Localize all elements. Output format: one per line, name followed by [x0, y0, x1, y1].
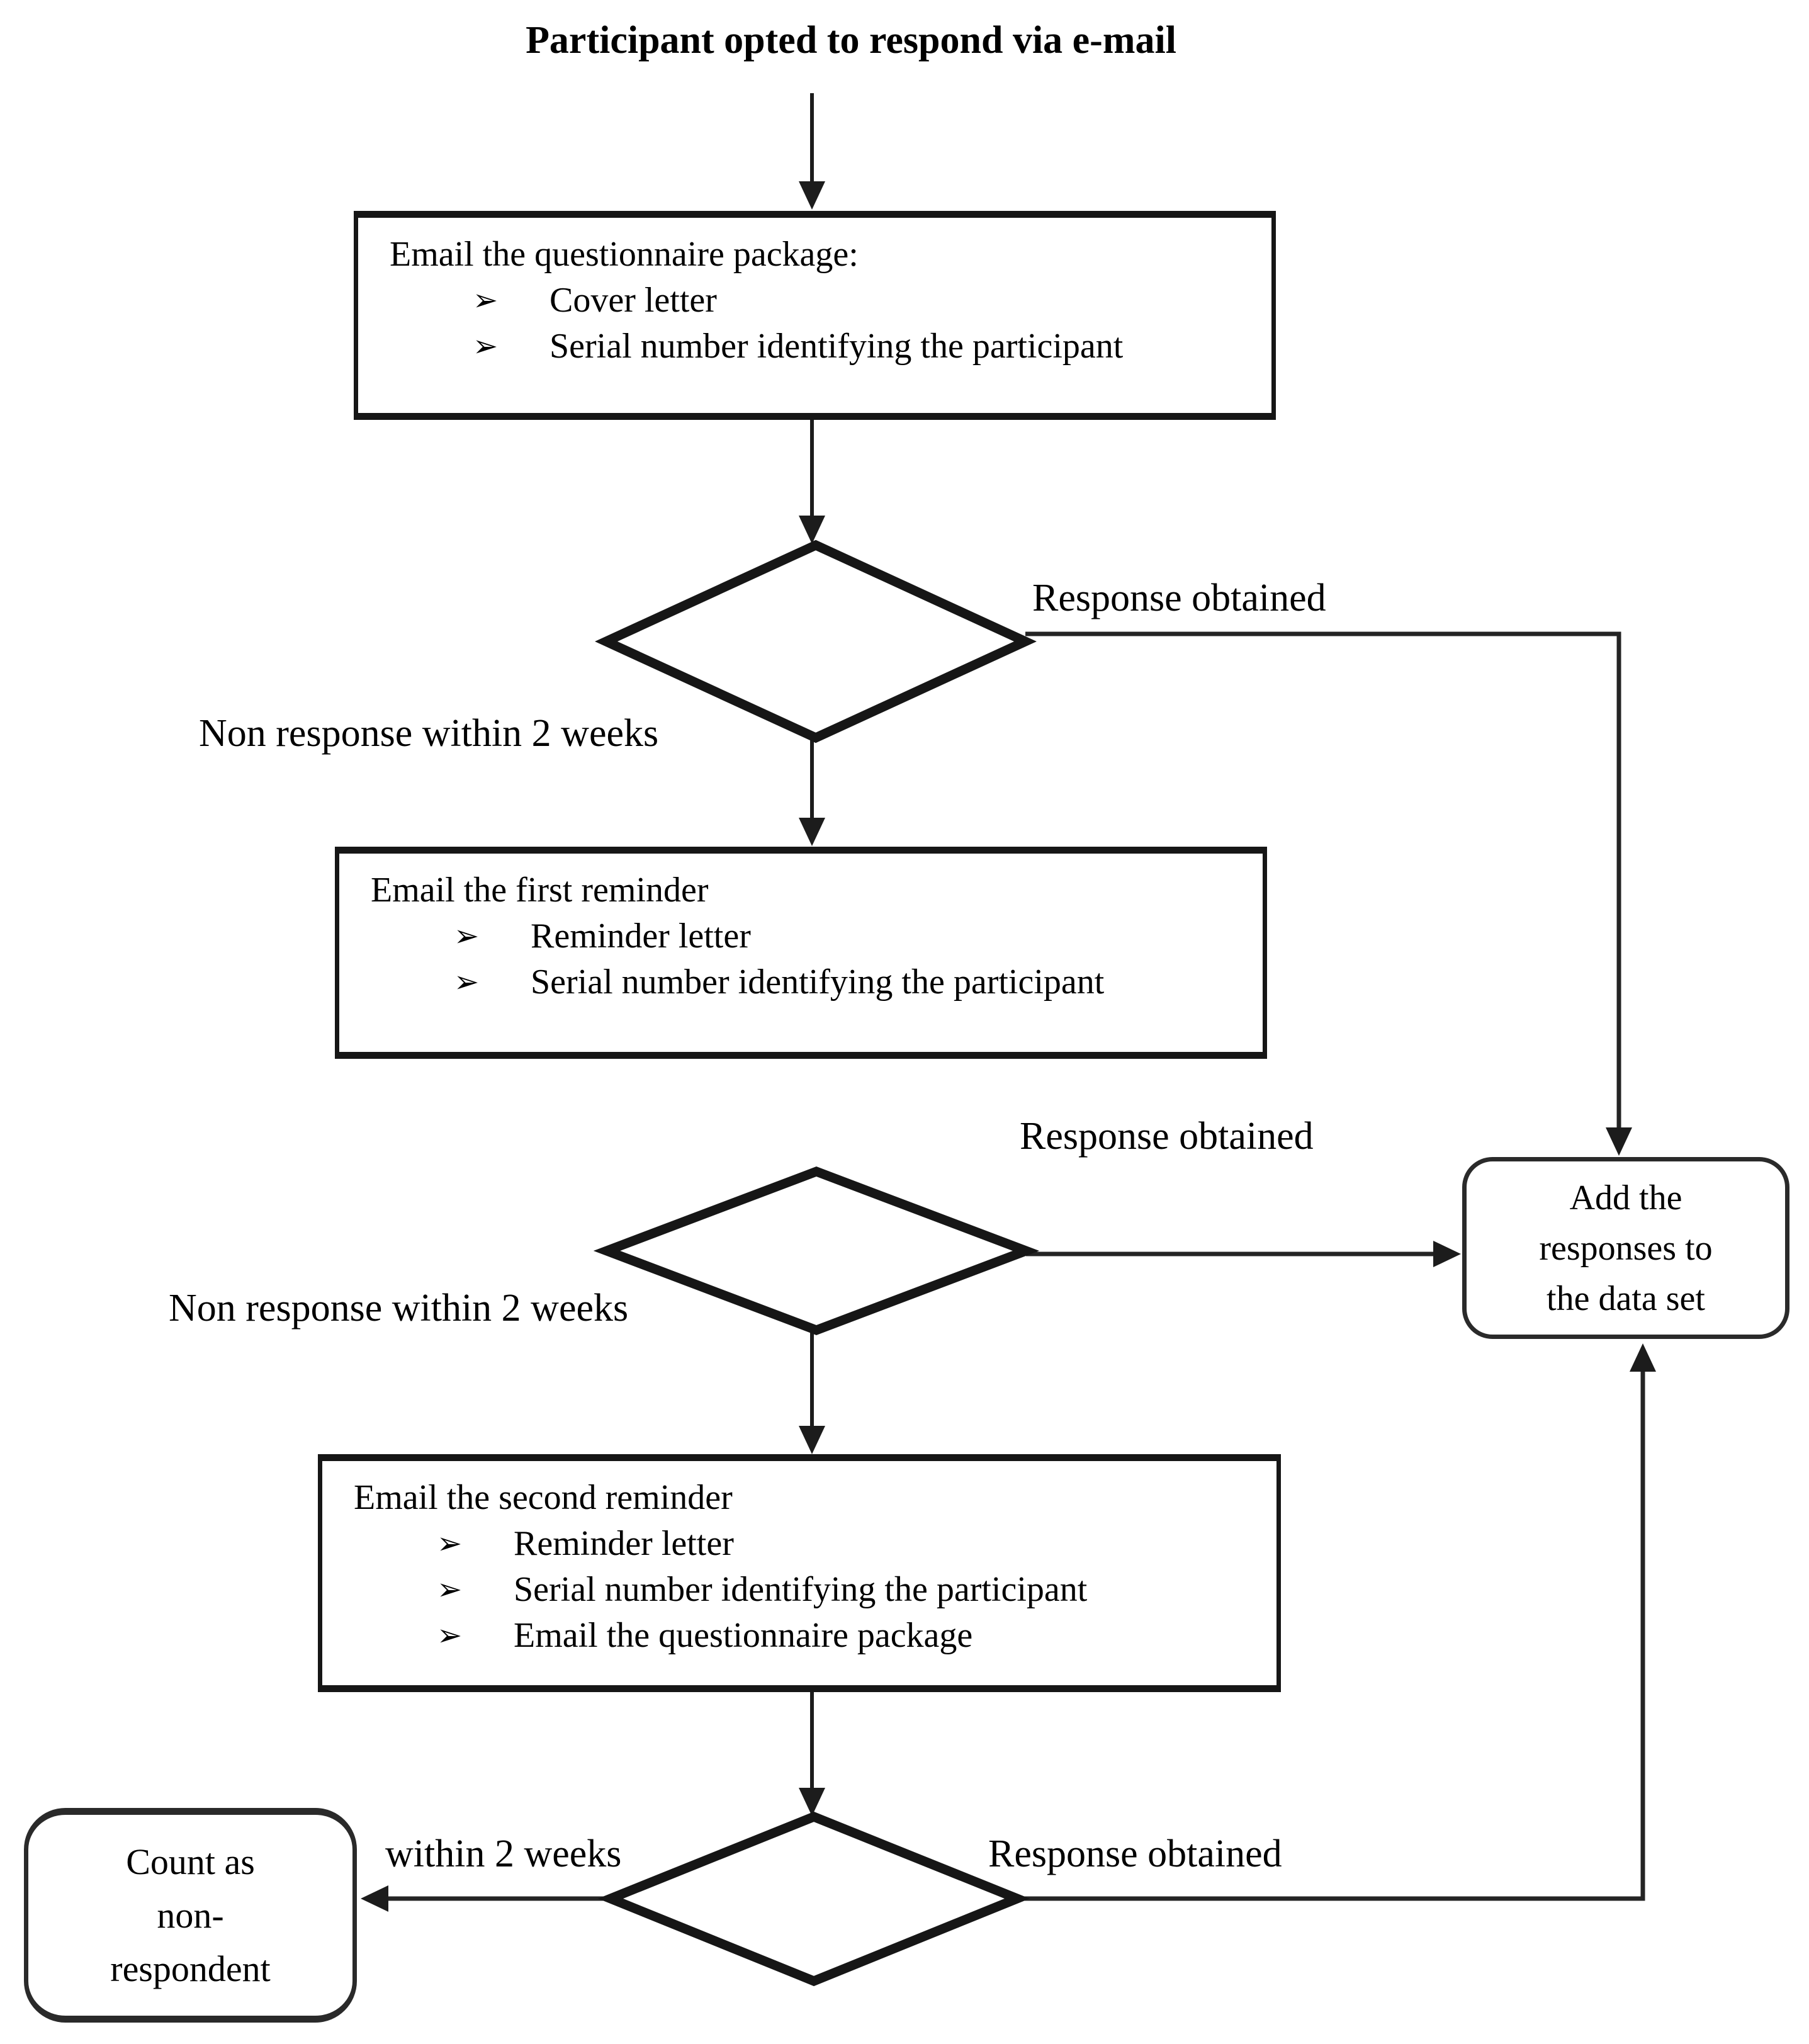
- branch-label-non-response-2: Non response within 2 weeks: [169, 1287, 629, 1330]
- arrowhead-into-countbox: [361, 1885, 388, 1912]
- list-item: ➢ Serial number identifying the particip…: [454, 959, 1263, 1005]
- list-item: ➢ Reminder letter: [437, 1521, 1276, 1567]
- process-box-first-reminder: Email the first reminder ➢ Reminder lett…: [335, 847, 1267, 1059]
- list-item-label: Reminder letter: [514, 1524, 734, 1563]
- line-response1-to-addbox: [1025, 631, 1621, 1130]
- bullet-arrow-icon: ➢: [454, 964, 480, 1000]
- list-item-label: Serial number identifying the participan…: [531, 963, 1105, 1002]
- start-title: Participant opted to respond via e-mail: [526, 19, 1176, 62]
- branch-label-response-obtained-2: Response obtained: [1020, 1115, 1314, 1158]
- list-item-label: Serial number identifying the participan…: [549, 327, 1124, 366]
- arrowhead-into-decision3: [799, 1788, 825, 1816]
- list-item-label: Serial number identifying the participan…: [514, 1570, 1088, 1609]
- terminal-line: responses to: [1539, 1229, 1713, 1268]
- arrowhead-into-decision1: [799, 516, 825, 544]
- branch-label-response-obtained-1: Response obtained: [1032, 577, 1326, 619]
- bullet-arrow-icon: ➢: [437, 1526, 463, 1561]
- arrowhead-into-addbox-top: [1606, 1127, 1632, 1156]
- terminal-line: Add the: [1569, 1178, 1682, 1217]
- line-response3-to-addbox: [1017, 1372, 1645, 1901]
- list-item: ➢ Serial number identifying the particip…: [473, 324, 1271, 370]
- box-heading: Email the second reminder: [354, 1478, 733, 1517]
- branch-label-non-response-1: Non response within 2 weeks: [199, 712, 659, 755]
- bullet-arrow-icon: ➢: [437, 1618, 463, 1653]
- arrowhead-into-addbox-left: [1433, 1241, 1461, 1267]
- box-heading: Email the questionnaire package:: [390, 235, 859, 274]
- process-box-second-reminder: Email the second reminder ➢ Reminder let…: [318, 1454, 1281, 1692]
- list-item-label: Reminder letter: [531, 917, 751, 956]
- arrowhead-into-box3: [799, 1426, 825, 1454]
- box-heading: Email the first reminder: [371, 871, 709, 910]
- arrowhead-into-box2: [799, 818, 825, 846]
- decision-diamond-3: [597, 1811, 1030, 1987]
- bullet-arrow-icon: ➢: [473, 283, 499, 318]
- branch-label-response-obtained-3: Response obtained: [988, 1832, 1282, 1875]
- terminal-box-count-non-respondent: Count as non- respondent: [24, 1808, 357, 2023]
- list-item: ➢ Cover letter: [473, 278, 1271, 324]
- terminal-box-add-responses: Add the responses to the data set: [1462, 1157, 1789, 1339]
- terminal-line: the data set: [1547, 1279, 1705, 1318]
- decision-diamond-2: [593, 1166, 1040, 1336]
- list-item: ➢ Serial number identifying the particip…: [437, 1567, 1276, 1613]
- arrowhead-into-box1: [799, 181, 825, 210]
- bullet-arrow-icon: ➢: [437, 1572, 463, 1607]
- list-item-label: Cover letter: [549, 281, 717, 320]
- list-item: ➢ Email the questionnaire package: [437, 1613, 1276, 1659]
- terminal-line: respondent: [110, 1948, 271, 1989]
- list-item-label: Email the questionnaire package: [514, 1616, 973, 1655]
- bullet-arrow-icon: ➢: [473, 329, 499, 364]
- terminal-line: non-: [157, 1895, 224, 1936]
- branch-label-within-2-weeks: within 2 weeks: [385, 1832, 622, 1875]
- bullet-arrow-icon: ➢: [454, 918, 480, 954]
- list-item: ➢ Reminder letter: [454, 913, 1263, 959]
- terminal-line: Count as: [126, 1841, 255, 1882]
- process-box-questionnaire: Email the questionnaire package: ➢ Cover…: [354, 211, 1276, 420]
- decision-diamond-1: [595, 539, 1037, 743]
- arrowhead-into-addbox-bottom: [1630, 1343, 1656, 1372]
